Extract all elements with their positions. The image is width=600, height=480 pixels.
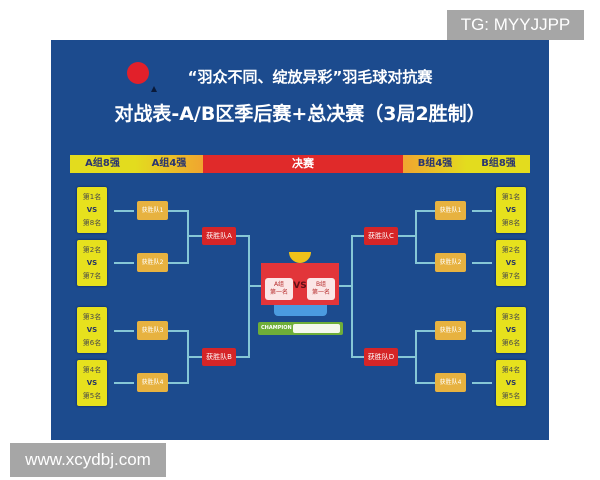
stage-final: 决赛 <box>203 155 403 173</box>
b-seed-match-2: 第2名 VS 第7名 <box>496 240 526 286</box>
a-seed-match-1: 第1名 VS 第8名 <box>77 187 107 233</box>
b-seed-match-3: 第3名 VS 第6名 <box>496 307 526 353</box>
connector-line <box>114 262 134 264</box>
connector-line <box>339 285 352 287</box>
final-vs-label: VS <box>293 281 307 291</box>
shuttlecock-logo-icon <box>127 62 149 84</box>
seed-top: 第4名 <box>501 366 521 374</box>
seed-bottom: 第8名 <box>82 219 102 227</box>
seed-bottom: 第5名 <box>82 392 102 400</box>
final-team-b-rank: 第一名 <box>311 289 330 296</box>
stage-a-top8: A组8强 <box>70 155 135 173</box>
connector-line <box>236 235 249 237</box>
bracket-subtitle: 对战表-A/B区季后赛+总决赛（3局2胜制） <box>114 103 486 125</box>
a-seed-match-4: 第4名 VS 第5名 <box>77 360 107 406</box>
connector-line <box>415 330 435 332</box>
seed-bottom: 第6名 <box>82 339 102 347</box>
b-seed-match-4: 第4名 VS 第5名 <box>496 360 526 406</box>
b-seed-match-1: 第1名 VS 第8名 <box>496 187 526 233</box>
a-quarter-winner-4: 获胜队4 <box>137 373 168 392</box>
seed-bottom: 第8名 <box>501 219 521 227</box>
vs-label: VS <box>86 326 98 334</box>
stage-a-top4: A组4强 <box>135 155 203 173</box>
connector-line <box>187 235 202 237</box>
logo-tail-icon <box>151 86 157 92</box>
seed-top: 第1名 <box>82 193 102 201</box>
connector-line <box>472 210 492 212</box>
a-semi-winner-b: 获胜队B <box>202 348 236 366</box>
a-quarter-winner-1: 获胜队1 <box>137 201 168 220</box>
seed-top: 第3名 <box>82 313 102 321</box>
final-team-a: A组 第一名 <box>265 278 293 300</box>
a-quarter-winner-3: 获胜队3 <box>137 321 168 340</box>
b-quarter-winner-4: 获胜队4 <box>435 373 466 392</box>
b-quarter-winner-3: 获胜队3 <box>435 321 466 340</box>
connector-line <box>351 235 364 237</box>
connector-line <box>248 235 250 358</box>
vs-label: VS <box>505 326 517 334</box>
connector-line <box>168 262 188 264</box>
vs-label: VS <box>86 379 98 387</box>
a-quarter-winner-2: 获胜队2 <box>137 253 168 272</box>
connector-line <box>236 356 249 358</box>
stage-b-top8: B组8强 <box>467 155 530 173</box>
final-stand <box>274 305 327 316</box>
connector-line <box>415 330 417 384</box>
connector-line <box>472 382 492 384</box>
seed-top: 第3名 <box>501 313 521 321</box>
vs-label: VS <box>86 206 98 214</box>
connector-line <box>351 235 353 358</box>
final-team-b-group: B组 <box>315 281 327 288</box>
connector-line <box>415 382 435 384</box>
final-team-a-rank: 第一名 <box>269 289 288 296</box>
connector-line <box>398 235 416 237</box>
vs-label: VS <box>505 259 517 267</box>
seed-top: 第2名 <box>501 246 521 254</box>
final-team-a-group: A组 <box>273 281 285 288</box>
seed-top: 第1名 <box>501 193 521 201</box>
stage-b-top4: B组4强 <box>403 155 467 173</box>
vs-label: VS <box>505 206 517 214</box>
seed-bottom: 第7名 <box>82 272 102 280</box>
connector-line <box>398 356 416 358</box>
b-quarter-winner-1: 获胜队1 <box>435 201 466 220</box>
seed-top: 第2名 <box>82 246 102 254</box>
final-team-b: B组 第一名 <box>307 278 335 300</box>
connector-line <box>415 210 435 212</box>
connector-line <box>187 210 189 264</box>
connector-line <box>114 382 134 384</box>
connector-line <box>187 356 202 358</box>
vs-label: VS <box>505 379 517 387</box>
connector-line <box>168 330 188 332</box>
connector-line <box>168 382 188 384</box>
connector-line <box>114 210 134 212</box>
seed-bottom: 第6名 <box>501 339 521 347</box>
connector-line <box>168 210 188 212</box>
vs-label: VS <box>86 259 98 267</box>
seed-bottom: 第5名 <box>501 392 521 400</box>
watermark-top: TG: MYYJJPP <box>447 10 584 40</box>
b-semi-winner-d: 获胜队D <box>364 348 398 366</box>
a-semi-winner-a: 获胜队A <box>202 227 236 245</box>
a-seed-match-2: 第2名 VS 第7名 <box>77 240 107 286</box>
b-semi-winner-c: 获胜队C <box>364 227 398 245</box>
b-quarter-winner-2: 获胜队2 <box>435 253 466 272</box>
connector-line <box>351 356 364 358</box>
connector-line <box>415 210 417 264</box>
bracket-panel <box>51 40 549 440</box>
connector-line <box>472 262 492 264</box>
connector-line <box>415 262 435 264</box>
champion-field <box>293 324 340 333</box>
connector-line <box>114 330 134 332</box>
watermark-bottom: www.xcydbj.com <box>10 443 166 477</box>
connector-line <box>472 330 492 332</box>
event-title: “羽众不同、绽放异彩”羽毛球对抗赛 <box>187 68 433 86</box>
seed-top: 第4名 <box>82 366 102 374</box>
trophy-icon <box>289 252 311 263</box>
a-seed-match-3: 第3名 VS 第6名 <box>77 307 107 353</box>
champion-label: CHAMPION <box>261 325 292 331</box>
seed-bottom: 第7名 <box>501 272 521 280</box>
connector-line <box>248 285 261 287</box>
